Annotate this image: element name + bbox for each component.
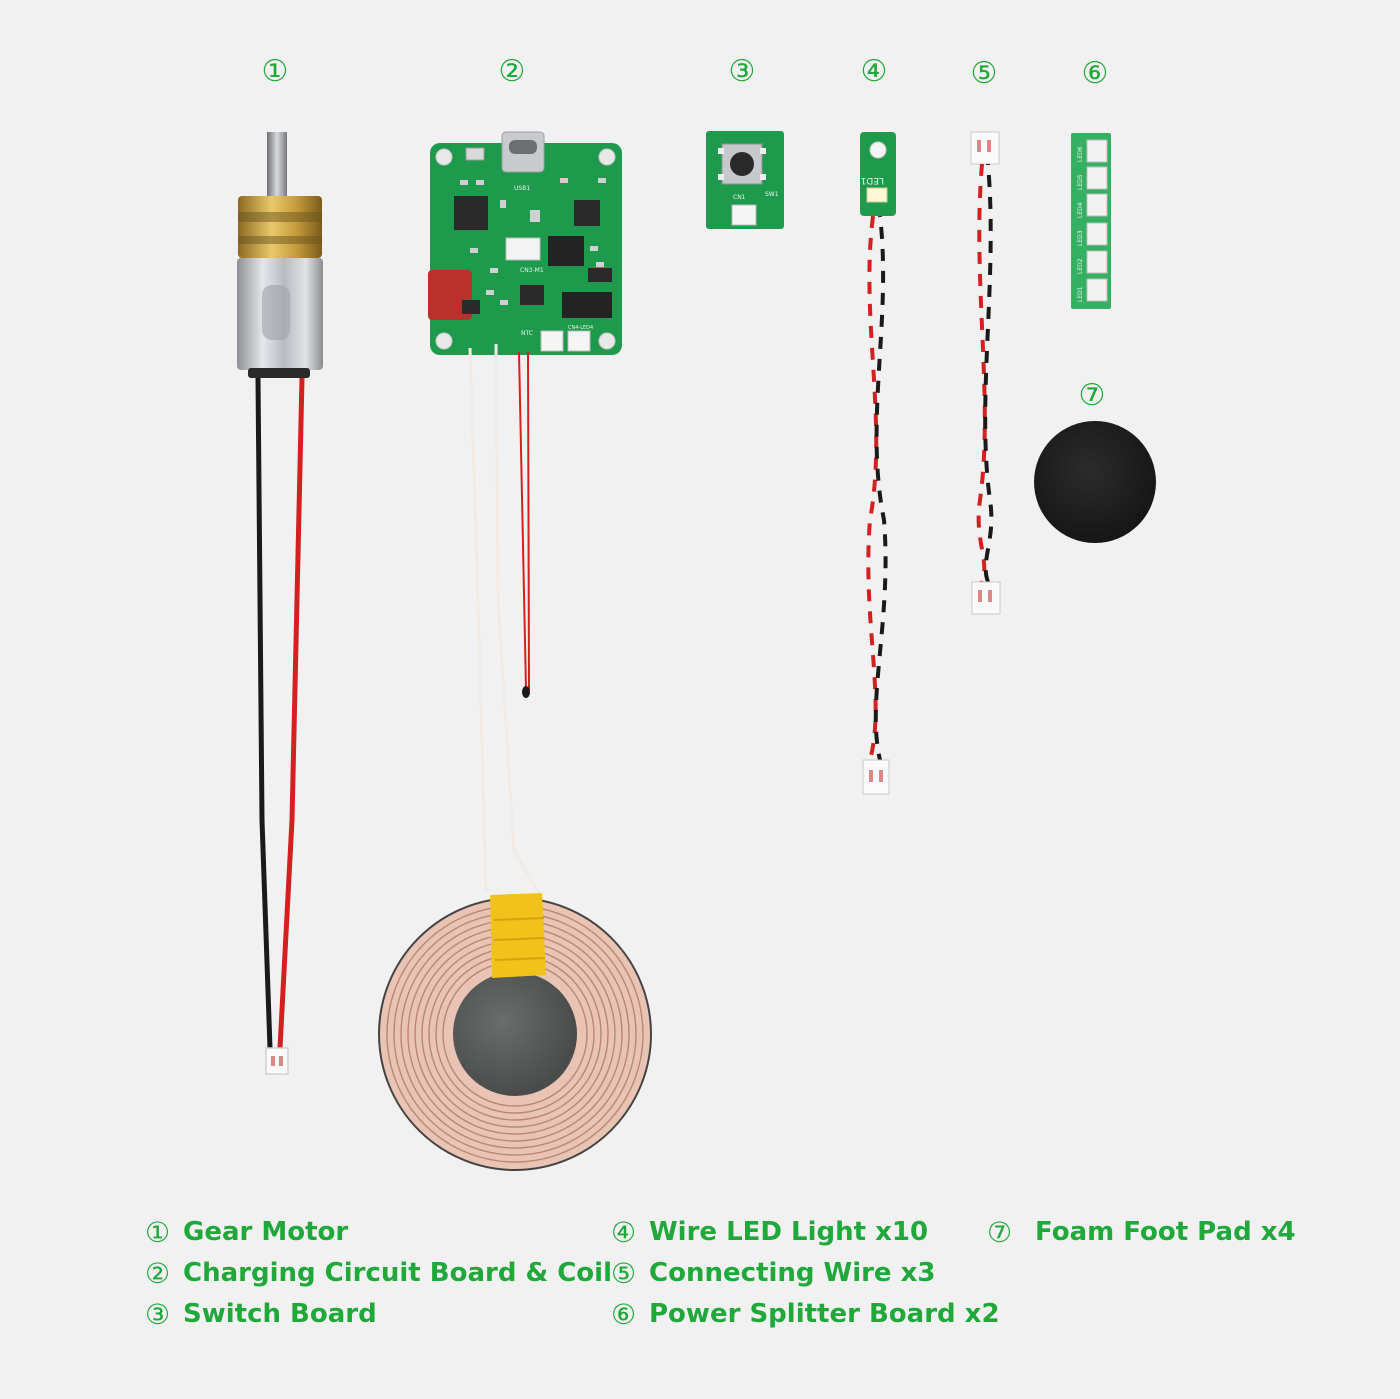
foam-foot-pad <box>1034 421 1156 543</box>
legend-label: Foam Foot Pad x4 <box>1035 1217 1296 1247</box>
legend-number: ③ <box>145 1298 171 1331</box>
legend-item-3: ③ Switch Board <box>145 1294 612 1335</box>
item-number-1: ① <box>261 54 289 89</box>
item-number-7: ⑦ <box>1078 378 1106 413</box>
legend-number: ⑤ <box>611 1257 637 1290</box>
legend-number: ① <box>145 1216 171 1249</box>
silk-led: CN4-LED4 <box>568 325 593 331</box>
legend-item-5: ⑤ Connecting Wire x3 <box>611 1253 1000 1294</box>
legend-number: ④ <box>611 1216 637 1249</box>
legend-number: ⑦ <box>987 1216 1013 1249</box>
silk-splitter-led6: LED6 <box>1077 146 1084 162</box>
legend-item-4: ④ Wire LED Light x10 <box>611 1212 1000 1253</box>
legend-number: ⑥ <box>611 1298 637 1331</box>
item-number-6: ⑥ <box>1081 56 1109 91</box>
silk-splitter-led4: LED4 <box>1077 202 1084 218</box>
legend-label: Wire LED Light x10 <box>649 1217 929 1247</box>
silk-sw1: SW1 <box>765 191 779 198</box>
item-number-3: ③ <box>728 54 756 89</box>
charging-circuit-board: USB1 CN3-M1 NTC CN4-LED4 <box>428 131 622 896</box>
legend-label: Connecting Wire x3 <box>649 1258 936 1288</box>
legend-item-1: ① Gear Motor <box>145 1212 612 1253</box>
legend-column-1: ① Gear Motor ② Charging Circuit Board & Co… <box>145 1212 612 1335</box>
legend-label: Gear Motor <box>183 1217 349 1247</box>
legend-label: Switch Board <box>183 1299 377 1329</box>
item-number-4: ④ <box>860 54 888 89</box>
item-number-5: ⑤ <box>970 56 998 91</box>
wireless-coil <box>378 893 652 1171</box>
silk-splitter-led5: LED5 <box>1077 174 1084 190</box>
silk-cn3: CN3-M1 <box>520 267 544 274</box>
connecting-wire <box>970 131 1001 615</box>
legend-label: Charging Circuit Board & Coil <box>183 1258 612 1288</box>
wire-led-light: LED1 <box>860 132 896 795</box>
power-splitter-board: LED6 LED5 LED4 LED3 LED2 LED1 <box>1071 133 1111 309</box>
item-number-2: ② <box>498 54 526 89</box>
silk-splitter-led3: LED3 <box>1077 230 1084 246</box>
silk-usb: USB1 <box>514 185 530 192</box>
silk-wire-led: LED1 <box>861 175 884 185</box>
silk-ntc: NTC <box>521 330 533 337</box>
silk-cn1: CN1 <box>733 194 746 201</box>
switch-board: CN1 SW1 <box>706 131 784 229</box>
legend-column-3: ⑦ Foam Foot Pad x4 <box>987 1212 1296 1253</box>
silk-splitter-led1: LED1 <box>1077 286 1084 302</box>
silk-splitter-led2: LED2 <box>1077 258 1084 274</box>
legend-item-6: ⑥ Power Splitter Board x2 <box>611 1294 1000 1335</box>
legend-item-2: ② Charging Circuit Board & Coil <box>145 1253 612 1294</box>
legend-number: ② <box>145 1257 171 1290</box>
legend-item-7: ⑦ Foam Foot Pad x4 <box>987 1212 1296 1253</box>
legend-label: Power Splitter Board x2 <box>649 1299 1000 1329</box>
gear-motor <box>237 132 323 1075</box>
